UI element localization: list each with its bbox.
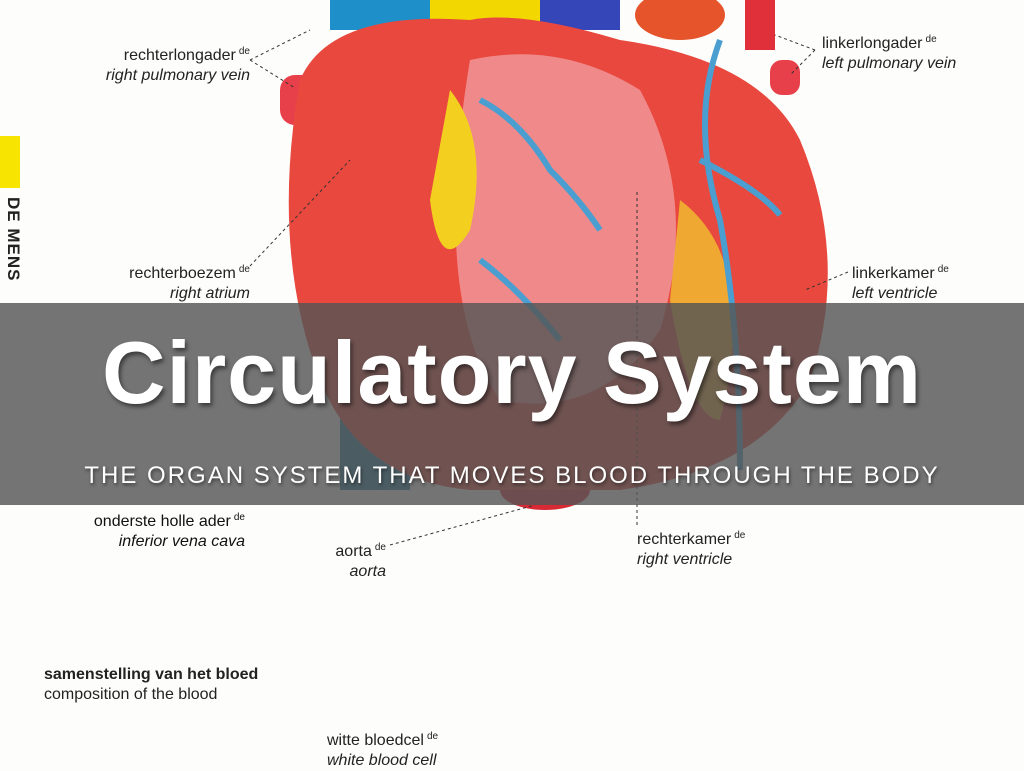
title-band (0, 303, 1024, 505)
yellow-tab (0, 136, 20, 188)
section-heading: samenstelling van het bloed composition … (44, 666, 259, 703)
slide-title: Circulatory System (101, 323, 923, 422)
side-tab-label: DE MENS (4, 197, 23, 282)
slide-subtitle: THE ORGAN SYSTEM THAT MOVES BLOOD THROUG… (84, 462, 940, 489)
